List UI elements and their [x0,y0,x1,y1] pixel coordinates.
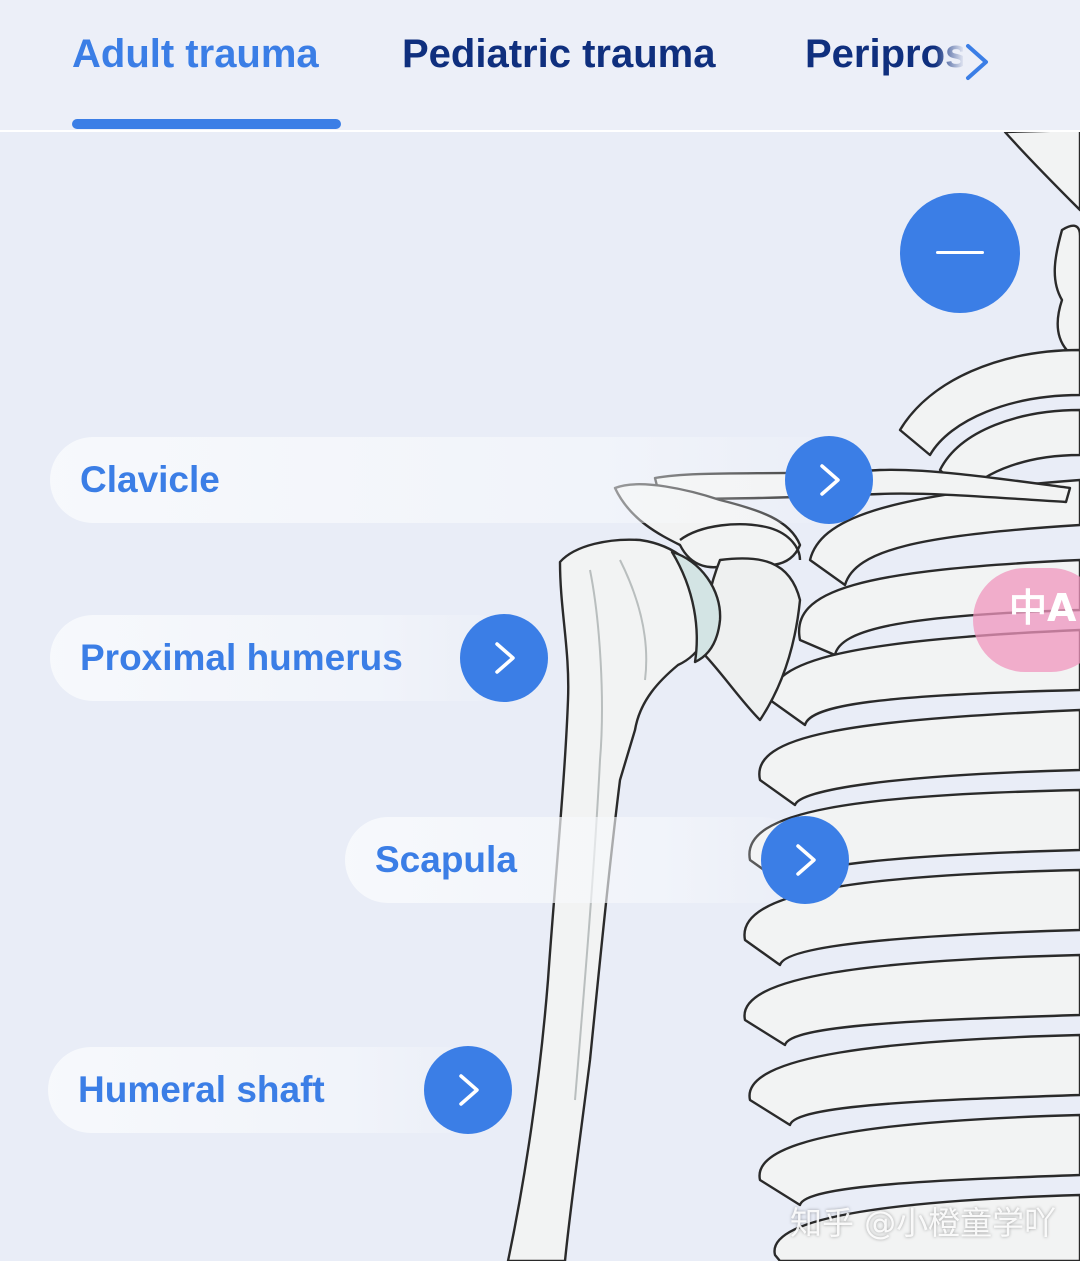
translate-icon[interactable]: 中A [973,568,1080,672]
tab-bar: Adult trauma Pediatric trauma Periprosth… [0,0,1080,132]
chevron-right-icon [495,642,515,674]
tab-adult-trauma[interactable]: Adult trauma [72,32,319,76]
chevron-right-icon [796,844,816,876]
active-tab-indicator [72,119,341,129]
region-clavicle-pill[interactable]: Clavicle [50,437,850,523]
minus-icon [936,251,984,254]
region-scapula-pill[interactable]: Scapula [345,817,805,903]
region-humeral-shaft-label: Humeral shaft [78,1069,325,1110]
chevron-right-icon[interactable] [962,40,992,84]
chevron-right-icon [459,1074,479,1106]
region-proximal-humerus-pill[interactable]: Proximal humerus [50,615,520,701]
clavicle-open-button[interactable] [785,436,873,524]
scapula-open-button[interactable] [761,816,849,904]
tab-pediatric-trauma[interactable]: Pediatric trauma [402,32,716,76]
translate-badge-text: 中A [1009,586,1077,630]
proximal-humerus-open-button[interactable] [460,614,548,702]
region-humeral-shaft-pill[interactable]: Humeral shaft [48,1047,488,1133]
region-scapula-label: Scapula [375,839,517,880]
watermark: 知乎 @小橙童学吖 [790,1204,1057,1242]
collapse-button[interactable] [900,193,1020,313]
region-clavicle-label: Clavicle [80,459,220,500]
region-proximal-humerus-label: Proximal humerus [80,637,403,678]
tab-overflow-fade [935,30,965,80]
chevron-right-icon [820,464,840,496]
humeral-shaft-open-button[interactable] [424,1046,512,1134]
